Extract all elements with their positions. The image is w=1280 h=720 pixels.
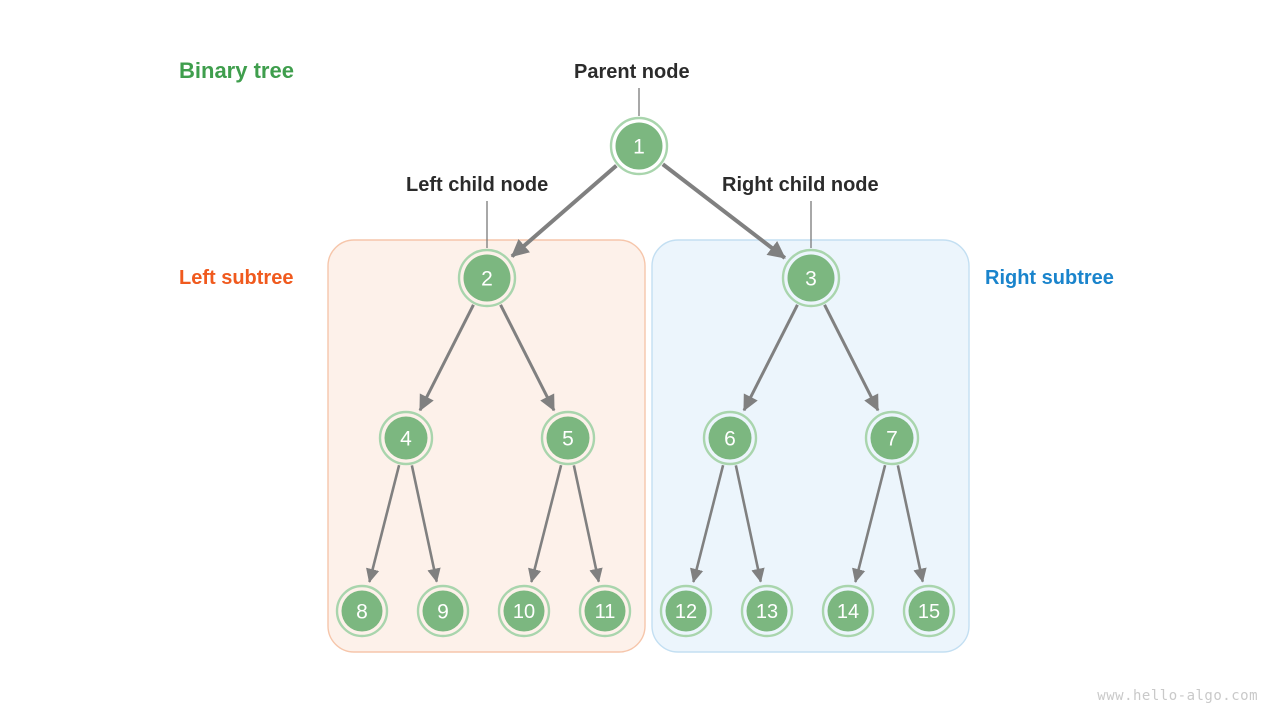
node-fill [787, 254, 835, 302]
node-value: 6 [724, 428, 736, 451]
node-ring [740, 584, 794, 638]
node-value: 3 [805, 268, 817, 291]
tree-edge-5-10 [528, 464, 563, 583]
node-value: 12 [675, 601, 697, 623]
tree-node-13: 13 [740, 584, 794, 638]
node-ring [659, 584, 713, 638]
node-ring [781, 248, 841, 308]
watermark: www.hello-algo.com [1097, 688, 1258, 704]
node-fill [384, 416, 428, 460]
node-fill [908, 590, 950, 632]
tree-node-1: 1 [609, 116, 669, 176]
tree-node-14: 14 [821, 584, 875, 638]
tree-edges [366, 162, 927, 583]
tree-edge-5-11 [572, 465, 603, 583]
callout-pointer-lines [486, 88, 812, 248]
tree-edge-3-6 [742, 304, 799, 412]
node-fill [503, 590, 545, 632]
node-value: 4 [400, 428, 412, 451]
tree-node-8: 8 [335, 584, 389, 638]
node-value: 10 [513, 601, 535, 623]
node-ring [609, 116, 669, 176]
tree-node-9: 9 [416, 584, 470, 638]
node-fill [827, 590, 869, 632]
node-ring [335, 584, 389, 638]
node-fill [615, 122, 663, 170]
node-ring [821, 584, 875, 638]
node-fill [584, 590, 626, 632]
left-child-node-label: Left child node [406, 174, 549, 196]
node-value: 7 [886, 428, 898, 451]
right-child-node-label: Right child node [722, 174, 879, 196]
node-fill [463, 254, 511, 302]
node-ring [378, 410, 434, 466]
node-value: 9 [437, 601, 449, 624]
tree-edge-4-8 [366, 464, 401, 583]
node-fill [546, 416, 590, 460]
node-fill [665, 590, 707, 632]
tree-node-6: 6 [702, 410, 758, 466]
subtree-boxes [327, 239, 970, 653]
node-value: 5 [562, 428, 574, 451]
tree-edge-7-15 [896, 465, 927, 583]
tree-edge-4-9 [410, 465, 441, 583]
node-value: 2 [481, 268, 493, 291]
node-ring [497, 584, 551, 638]
tree-node-15: 15 [902, 584, 956, 638]
node-value: 15 [918, 601, 940, 623]
node-fill [708, 416, 752, 460]
node-value: 1 [633, 136, 645, 159]
parent-node-label: Parent node [574, 61, 690, 83]
node-ring [864, 410, 920, 466]
tree-node-4: 4 [378, 410, 434, 466]
tree-edge-2-5 [499, 304, 556, 412]
tree-node-10: 10 [497, 584, 551, 638]
node-value: 11 [595, 601, 616, 623]
tree-node-11: 11 [578, 584, 632, 638]
node-fill [341, 590, 383, 632]
tree-edge-1-2 [510, 164, 618, 258]
tree-edge-1-3 [661, 162, 787, 260]
tree-edge-3-7 [823, 304, 880, 412]
right-subtree-label: Right subtree [985, 267, 1114, 289]
page-title: Binary tree [179, 58, 294, 83]
node-fill [422, 590, 464, 632]
node-value: 14 [837, 601, 859, 623]
tree-node-3: 3 [781, 248, 841, 308]
node-ring [457, 248, 517, 308]
tree-node-12: 12 [659, 584, 713, 638]
node-ring [702, 410, 758, 466]
tree-node-7: 7 [864, 410, 920, 466]
tree-edge-6-12 [690, 464, 725, 583]
node-ring [902, 584, 956, 638]
tree-node-5: 5 [540, 410, 596, 466]
node-ring [540, 410, 596, 466]
node-fill [870, 416, 914, 460]
tree-node-2: 2 [457, 248, 517, 308]
tree-edge-7-14 [852, 464, 887, 583]
node-value: 13 [756, 601, 778, 623]
tree-edge-6-13 [734, 465, 765, 583]
tree-edge-2-4 [418, 304, 475, 412]
node-value: 8 [356, 601, 368, 624]
node-ring [416, 584, 470, 638]
left-subtree-label: Left subtree [179, 267, 294, 289]
node-fill [746, 590, 788, 632]
node-ring [578, 584, 632, 638]
